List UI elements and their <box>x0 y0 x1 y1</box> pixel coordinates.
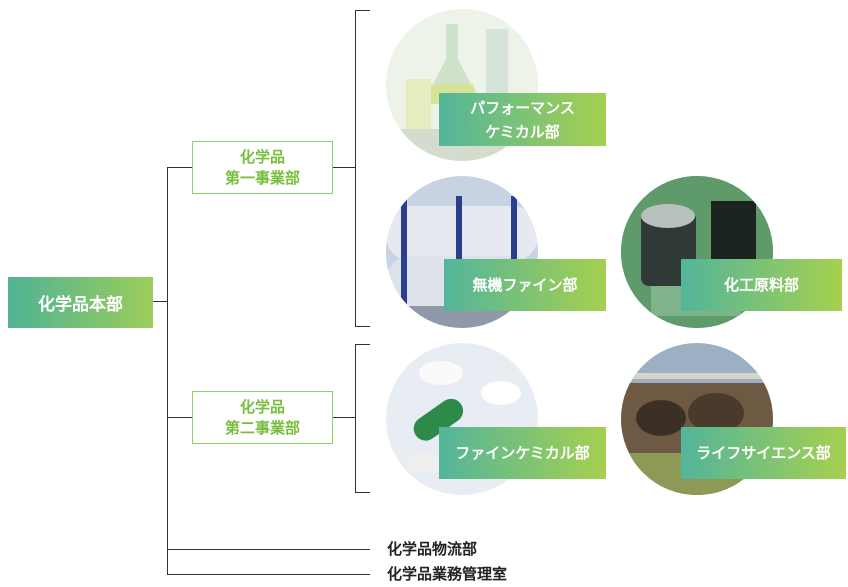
dept-5-line1: ライフサイエンス部 <box>696 444 831 462</box>
bracket1-vertical <box>355 10 356 327</box>
dept-label-life-science[interactable]: ライフサイエンス部 <box>681 427 846 479</box>
dept-1-line2: ケミカル部 <box>485 122 560 141</box>
division-box-1: 化学品 第一事業部 <box>192 141 333 194</box>
division-1-line1: 化学品 <box>239 147 285 166</box>
bracket1-top <box>355 10 370 11</box>
dept-1-line1: パフォーマンス <box>470 98 575 117</box>
hq-connector <box>153 301 167 302</box>
dept-label-chemical-raw-materials[interactable]: 化工原料部 <box>681 259 842 311</box>
division-2-line1: 化学品 <box>239 397 285 416</box>
dept-4-line1: ファインケミカル部 <box>455 444 590 462</box>
admin-connector <box>167 574 370 575</box>
division2-connector <box>167 417 192 418</box>
division1-out <box>333 167 355 168</box>
headquarters-box: 化学品本部 <box>8 277 153 328</box>
dept-label-fine-chemicals[interactable]: ファインケミカル部 <box>439 427 606 479</box>
logistics-connector <box>167 549 370 550</box>
main-trunk <box>167 167 168 575</box>
bracket2-vertical <box>355 344 356 493</box>
logistics-department[interactable]: 化学品物流部 <box>387 540 478 558</box>
lab-flask-photo-icon <box>386 9 538 161</box>
division2-out <box>333 417 355 418</box>
division-2-line2: 第二事業部 <box>224 418 300 437</box>
dept-2-line1: 無機ファイン部 <box>472 276 578 294</box>
division1-connector <box>167 167 192 168</box>
bracket1-bottom <box>355 326 370 327</box>
division-1-line2: 第一事業部 <box>224 168 300 187</box>
bracket2-top <box>355 344 370 345</box>
admin-management-office[interactable]: 化学品業務管理室 <box>387 565 508 583</box>
dept-label-inorganic-fine[interactable]: 無機ファイン部 <box>444 259 606 311</box>
division-box-2: 化学品 第二事業部 <box>192 391 333 444</box>
dept-3-line1: 化工原料部 <box>723 276 799 294</box>
dept-label-performance-chemicals[interactable]: パフォーマンス ケミカル部 <box>439 93 606 146</box>
bracket2-bottom <box>355 492 370 493</box>
